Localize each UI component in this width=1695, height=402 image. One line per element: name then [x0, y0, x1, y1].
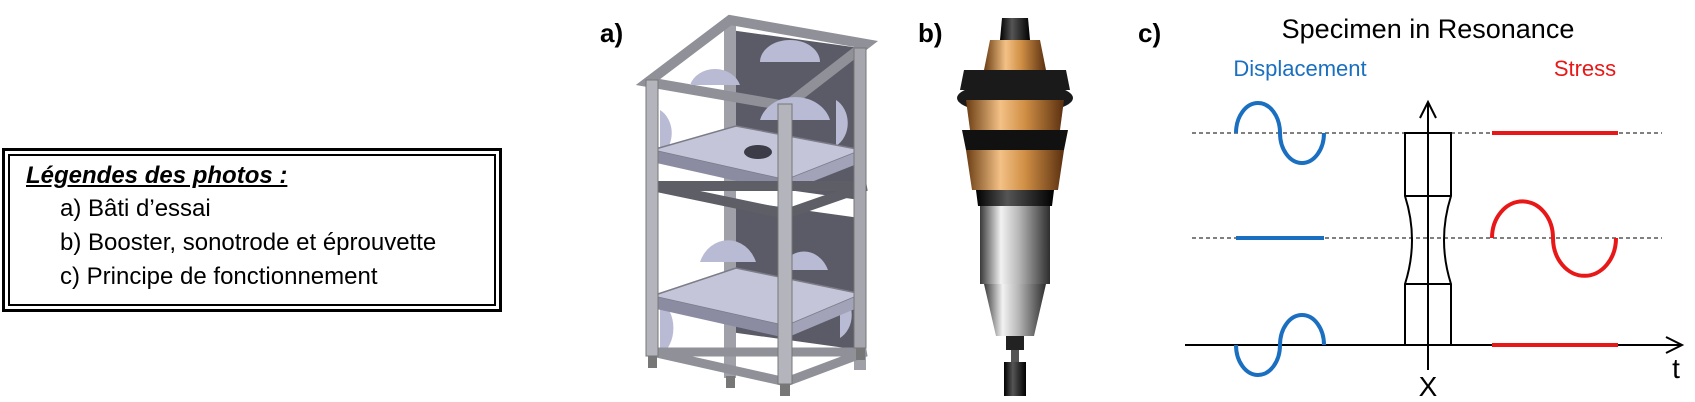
displacement-label: Displacement — [1233, 56, 1366, 81]
panel-label-b: b) — [918, 18, 943, 48]
stress-wave-middle-trough — [1551, 237, 1618, 278]
frame-lower-plate-edge — [652, 296, 786, 338]
x-axis-arrow — [1419, 99, 1437, 119]
test-frame-illustration — [635, 14, 878, 396]
frame-middle-rails — [650, 181, 868, 220]
frame-foot — [726, 376, 735, 388]
specimen-gauge — [1011, 350, 1019, 362]
panel-label-c: c) — [1138, 18, 1161, 48]
stress-wave-middle-crest — [1490, 199, 1555, 239]
frame-block — [700, 240, 756, 262]
frame-block — [660, 300, 674, 356]
t-axis-arrow — [1665, 336, 1685, 354]
legend-title: Légendes des photos : — [26, 162, 288, 189]
displacement-wave-top-trough — [1278, 132, 1326, 165]
frame-lower-plate-edge — [786, 294, 862, 338]
diagram-title: Specimen in Resonance — [1282, 14, 1575, 44]
panel-label-a: a) — [600, 18, 623, 48]
frame-post-front-right — [777, 103, 793, 385]
displacement-wave-bottom-crest — [1278, 313, 1326, 346]
sonotrode-illustration — [957, 18, 1073, 396]
legend-item-b: b) Booster, sonotrode et éprouvette — [60, 229, 437, 256]
displacement-wave-top-crest — [1234, 101, 1282, 134]
x-axis-label: X — [1419, 371, 1438, 402]
booster-body-1 — [966, 100, 1064, 130]
booster-top-cone — [984, 40, 1046, 70]
frame-block — [690, 69, 740, 85]
frame-bottom-rails — [651, 347, 868, 387]
stress-label: Stress — [1554, 56, 1616, 81]
frame-block — [836, 100, 848, 146]
frame-post-side-right — [853, 47, 867, 349]
booster-body-2 — [966, 150, 1064, 190]
frame-block — [760, 40, 820, 62]
booster-collar — [976, 190, 1054, 206]
frame-foot — [856, 348, 865, 360]
sonotrode-cylinder — [980, 206, 1050, 284]
frame-foot — [648, 356, 657, 368]
legend-box: Légendes des photos : a) Bâti d’essai b)… — [2, 148, 502, 312]
resonance-diagram: Specimen in Resonance Displacement Stres… — [1185, 14, 1685, 402]
frame-top-rails — [635, 14, 878, 112]
specimen-outline — [1404, 132, 1452, 346]
booster-flange-mid — [962, 130, 1068, 150]
legend-inner-frame: Légendes des photos : a) Bâti d’essai b)… — [8, 154, 496, 306]
sonotrode-cone — [984, 284, 1046, 336]
booster-top-stud — [1000, 18, 1030, 40]
legend-item-c: c) Principe de fonctionnement — [60, 263, 378, 290]
t-axis-label: t — [1672, 353, 1680, 384]
specimen-grip-top — [1006, 336, 1024, 350]
specimen-grip-bottom — [1004, 362, 1026, 396]
frame-foot — [780, 384, 790, 396]
frame-plate-hole — [744, 145, 772, 159]
legend-item-a: a) Bâti d’essai — [60, 195, 211, 222]
displacement-wave-bottom-trough — [1234, 344, 1282, 377]
frame-post-front-left — [645, 79, 659, 357]
